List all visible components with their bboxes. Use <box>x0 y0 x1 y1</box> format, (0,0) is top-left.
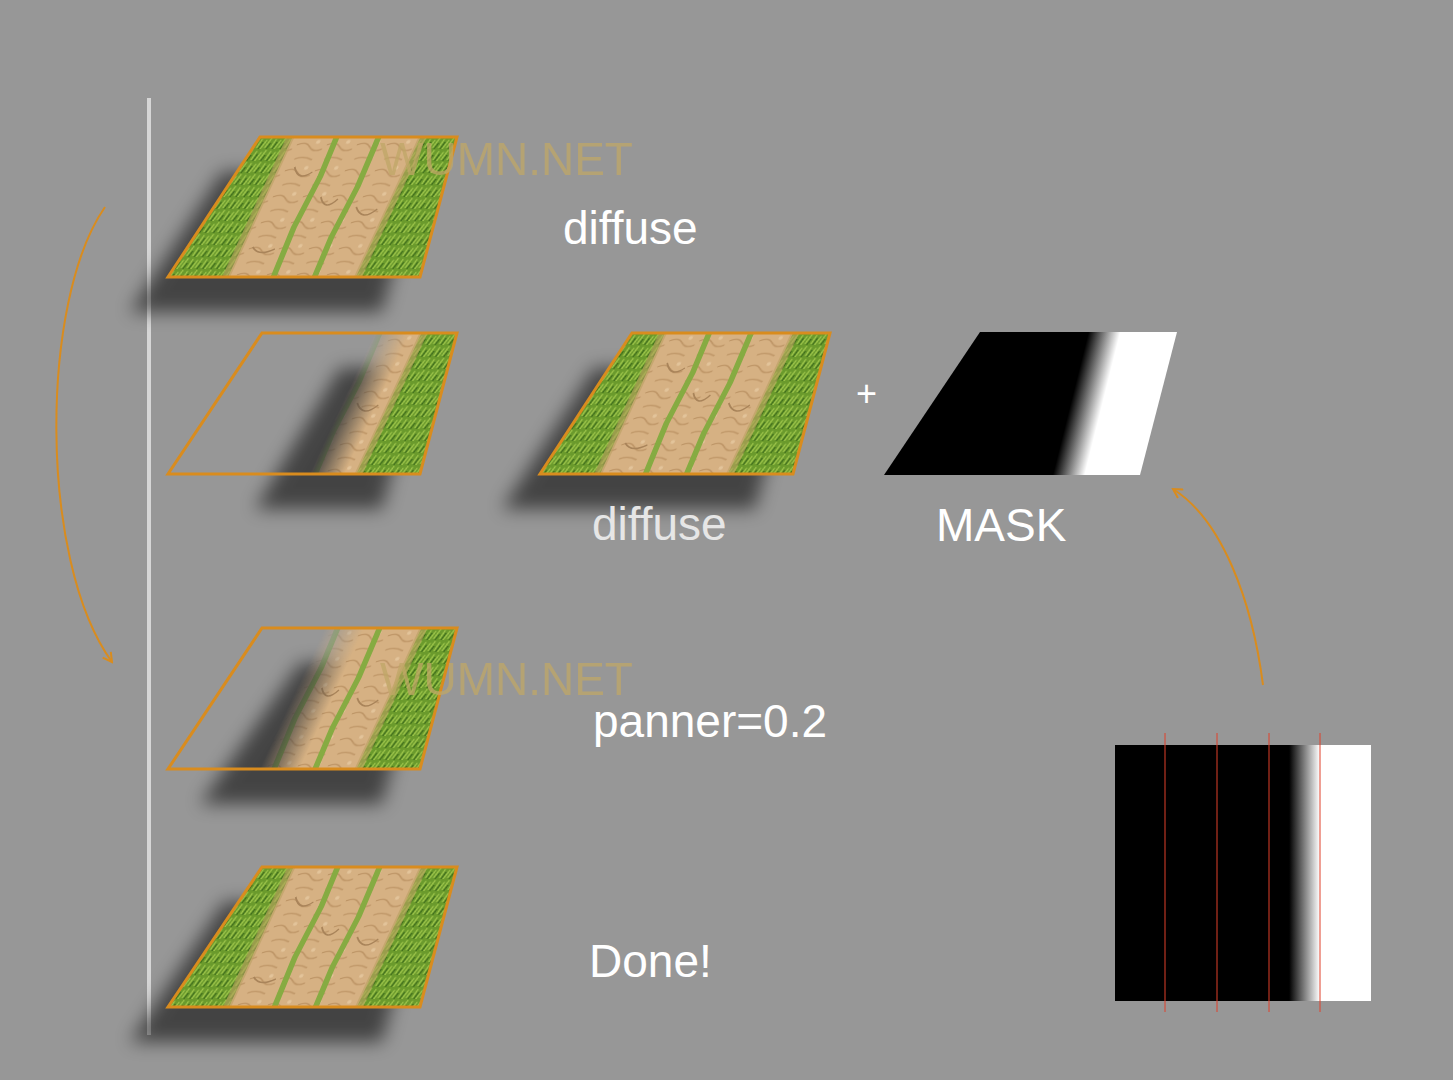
tile-outline <box>540 333 830 474</box>
texture-tile <box>130 862 521 1017</box>
step-label: Done! <box>589 938 712 984</box>
gradient-square <box>1115 745 1371 1001</box>
guide-lines <box>1165 733 1320 1012</box>
operator-sign: + <box>856 376 877 412</box>
step-label: panner=0.2 <box>593 698 827 744</box>
step-label: MASK <box>936 502 1066 548</box>
timeline-bar <box>147 98 151 1035</box>
watermark-text: WUMN.NET <box>380 136 633 182</box>
tile-shadows <box>130 172 792 1042</box>
step-label: diffuse <box>592 501 727 547</box>
tile-outline <box>168 333 457 474</box>
step-label: diffuse <box>563 205 698 251</box>
watermark-text: WUMN.NET <box>380 656 633 702</box>
flow-arrow <box>1173 489 1263 685</box>
texture-tile <box>502 328 893 483</box>
tile-outline <box>168 867 457 1007</box>
mask-tile <box>839 322 1282 492</box>
flow-arrow <box>56 207 112 662</box>
masked-tile <box>130 328 521 483</box>
